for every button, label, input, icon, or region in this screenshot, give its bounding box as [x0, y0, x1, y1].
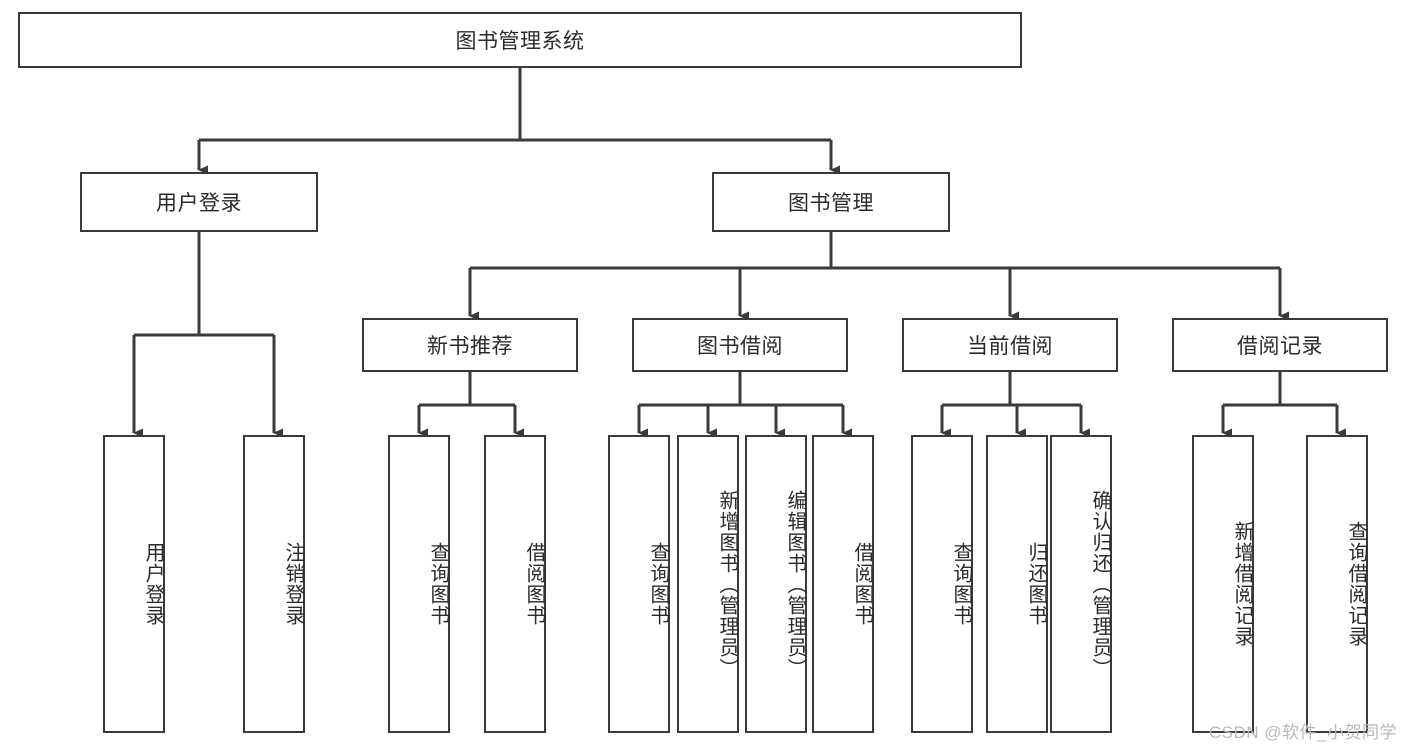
leaf-label: 用户登录 — [142, 542, 164, 626]
leaf-label: 注销登录 — [282, 542, 304, 626]
leaf-add-book-admin[interactable]: 新增图书（管理员） — [677, 435, 739, 733]
leaf-logout-login[interactable]: 注销登录 — [243, 435, 305, 733]
leaf-label: 查询图书 — [950, 542, 972, 626]
leaf-add-borrow-record[interactable]: 新增借阅记录 — [1192, 435, 1254, 733]
leaf-edit-book-admin[interactable]: 编辑图书（管理员） — [745, 435, 807, 733]
node-book-manage[interactable]: 图书管理 — [712, 172, 950, 232]
leaf-label: 查询借阅记录 — [1345, 521, 1367, 647]
node-current-borrow[interactable]: 当前借阅 — [902, 318, 1118, 372]
leaf-confirm-return-admin[interactable]: 确认归还（管理员） — [1050, 435, 1112, 733]
leaf-label: 借阅图书 — [851, 542, 873, 626]
node-user-login[interactable]: 用户登录 — [80, 172, 318, 232]
watermark-text: CSDN @软件_小贺同学 — [1208, 723, 1397, 742]
leaf-label: 新增图书（管理员） — [716, 489, 738, 679]
node-root[interactable]: 图书管理系统 — [18, 12, 1022, 68]
leaf-user-login[interactable]: 用户登录 — [103, 435, 165, 733]
leaf-label: 查询图书 — [427, 542, 449, 626]
leaf-label: 借阅图书 — [523, 542, 545, 626]
node-book-borrow[interactable]: 图书借阅 — [632, 318, 848, 372]
leaf-return-book[interactable]: 归还图书 — [986, 435, 1048, 733]
node-borrow-record[interactable]: 借阅记录 — [1172, 318, 1388, 372]
leaf-label: 编辑图书（管理员） — [784, 489, 806, 679]
node-new-book-recommend[interactable]: 新书推荐 — [362, 318, 578, 372]
leaf-query-book-recommend[interactable]: 查询图书 — [388, 435, 450, 733]
leaf-query-book-current[interactable]: 查询图书 — [911, 435, 973, 733]
leaf-label: 查询图书 — [647, 542, 669, 626]
leaf-borrow-book[interactable]: 借阅图书 — [812, 435, 874, 733]
leaf-label: 确认归还（管理员） — [1089, 489, 1111, 679]
leaf-label: 归还图书 — [1025, 542, 1047, 626]
leaf-label: 新增借阅记录 — [1231, 521, 1253, 647]
leaf-query-borrow-record[interactable]: 查询借阅记录 — [1306, 435, 1368, 733]
leaf-query-book-borrow[interactable]: 查询图书 — [608, 435, 670, 733]
leaf-borrow-book-recommend[interactable]: 借阅图书 — [484, 435, 546, 733]
